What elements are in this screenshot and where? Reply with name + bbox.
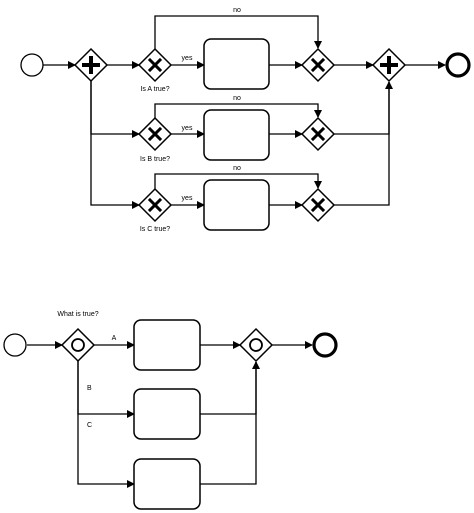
label-condition-c: Is C true? xyxy=(140,226,170,233)
bottom-sequence-flows xyxy=(27,341,313,488)
task-b[interactable] xyxy=(203,109,270,161)
circle-icon xyxy=(249,338,263,352)
flow-no-a xyxy=(154,15,322,49)
flow-no-b xyxy=(154,103,322,118)
start-event[interactable] xyxy=(3,333,27,357)
exclusive-gateway-c[interactable] xyxy=(137,187,173,223)
flow-no-c xyxy=(154,173,322,189)
end-event[interactable] xyxy=(445,52,471,78)
top-sequence-flows xyxy=(43,15,446,209)
end-event[interactable] xyxy=(312,332,338,358)
inclusive-join-gateway[interactable] xyxy=(238,327,274,363)
task-a[interactable] xyxy=(203,38,270,90)
task-option-b[interactable] xyxy=(133,388,201,440)
task-c[interactable] xyxy=(203,179,270,231)
label-no-b: no xyxy=(233,95,241,102)
label-question: What is true? xyxy=(57,311,98,318)
flow-merge-c-to-join xyxy=(334,82,390,206)
label-no-a: no xyxy=(233,7,241,14)
flow-task-c-to-join xyxy=(200,362,257,485)
flow-merge-b-to-join xyxy=(334,81,393,135)
inclusive-split-gateway[interactable] xyxy=(60,327,96,363)
label-no-c: no xyxy=(233,165,241,172)
label-yes-b: yes xyxy=(182,125,193,132)
flow-split-to-gateway-b xyxy=(90,81,140,138)
parallel-split-gateway[interactable] xyxy=(73,47,109,83)
parallel-join-gateway[interactable] xyxy=(371,47,407,83)
flow-option-c xyxy=(77,361,135,488)
label-option-b: B xyxy=(87,385,92,392)
top-diagram: no yes Is A true? no yes Is B true? no y… xyxy=(20,7,471,233)
label-yes-c: yes xyxy=(182,195,193,202)
task-option-a[interactable] xyxy=(133,319,201,371)
exclusive-merge-a[interactable] xyxy=(300,47,336,83)
label-yes-a: yes xyxy=(182,55,193,62)
exclusive-gateway-a[interactable] xyxy=(137,47,173,83)
bottom-diagram: What is true? A B C xyxy=(3,311,338,510)
exclusive-merge-b[interactable] xyxy=(300,116,336,152)
exclusive-gateway-b[interactable] xyxy=(137,116,173,152)
circle-icon xyxy=(71,338,85,352)
flow-split-to-gateway-c xyxy=(90,81,140,209)
exclusive-merge-c[interactable] xyxy=(300,187,336,223)
label-condition-a: Is A true? xyxy=(140,86,169,93)
flow-task-b-to-join xyxy=(200,361,260,415)
label-option-a: A xyxy=(112,335,117,342)
label-condition-b: Is B true? xyxy=(140,156,170,163)
task-option-c[interactable] xyxy=(133,458,201,510)
start-event[interactable] xyxy=(20,53,44,77)
label-option-c: C xyxy=(87,422,92,429)
